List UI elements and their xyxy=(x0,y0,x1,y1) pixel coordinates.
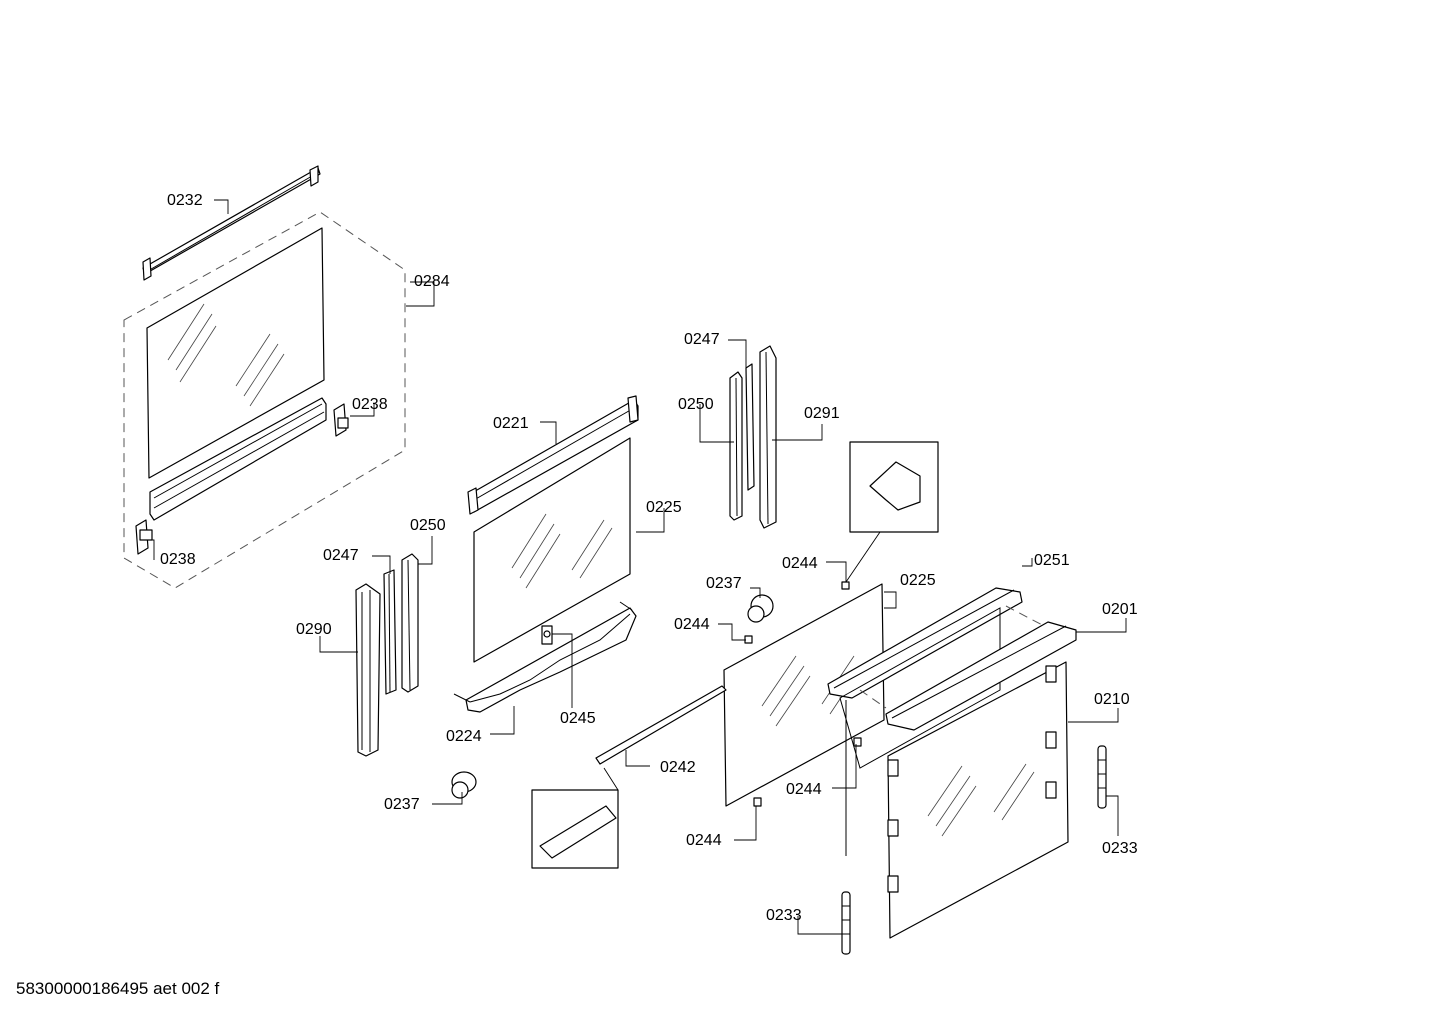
part-0237-roller-lower xyxy=(451,771,477,799)
callout-0244-c: 0244 xyxy=(786,781,822,798)
part-0237-roller-upper xyxy=(747,594,774,623)
part-0232-trim-rail xyxy=(142,165,321,281)
part-0201-handle xyxy=(885,621,1077,731)
callout-0251: 0251 xyxy=(1034,552,1070,569)
part-0247-seal-left xyxy=(383,569,397,695)
part-0290-side-profile xyxy=(355,583,381,757)
callout-0232: 0232 xyxy=(167,192,203,209)
part-0284-lower-rail xyxy=(149,397,327,521)
part-0245-clip xyxy=(541,625,553,645)
callout-0250-upper: 0250 xyxy=(678,396,714,413)
part-0247-seal-right xyxy=(745,363,755,491)
callout-0233-bottom: 0233 xyxy=(766,907,802,924)
part-0244-clip-b xyxy=(744,635,753,644)
callout-0247-lower: 0247 xyxy=(323,547,359,564)
callout-0221: 0221 xyxy=(493,415,529,432)
detail-inset-strip xyxy=(531,767,619,869)
callout-0242: 0242 xyxy=(660,759,696,776)
part-0210-outer-panel xyxy=(887,661,1069,939)
callout-0225-right: 0225 xyxy=(900,572,936,589)
callout-0237-lower: 0237 xyxy=(384,796,420,813)
part-0250-profile-left xyxy=(401,553,419,693)
callout-0233-right: 0233 xyxy=(1102,840,1138,857)
part-0244-clip-a xyxy=(841,581,850,590)
part-0233-rod-right xyxy=(1097,745,1107,809)
part-0238-hinge-left xyxy=(135,519,153,555)
part-0242-seal-strip xyxy=(595,685,727,765)
callout-0244-b: 0244 xyxy=(674,616,710,633)
callout-0237-upper: 0237 xyxy=(706,575,742,592)
document-code: 58300000186495 aet 002 f xyxy=(16,979,220,998)
callout-0290: 0290 xyxy=(296,621,332,638)
callout-0291: 0291 xyxy=(804,405,840,422)
callout-0210: 0210 xyxy=(1094,691,1130,708)
callout-0225-center: 0225 xyxy=(646,499,682,516)
callout-0201: 0201 xyxy=(1102,601,1138,618)
callout-0250-lower: 0250 xyxy=(410,517,446,534)
part-0244-clip-d xyxy=(753,797,762,807)
callout-0245: 0245 xyxy=(560,710,596,727)
part-0238-hinge-right xyxy=(333,403,349,437)
callout-0238-lower: 0238 xyxy=(160,551,196,568)
callout-0238-upper: 0238 xyxy=(352,396,388,413)
callout-0244-d: 0244 xyxy=(686,832,722,849)
part-0284-glass-pane xyxy=(146,227,325,479)
part-0221-top-rail xyxy=(467,395,639,515)
part-0225-glass-pane-center xyxy=(473,437,631,663)
part-0291-side-profile xyxy=(759,345,777,529)
callout-0244-a: 0244 xyxy=(782,555,818,572)
part-0224-lower-bracket xyxy=(453,601,637,713)
part-0250-profile-right xyxy=(729,371,743,521)
part-0225-glass-pane-right xyxy=(723,583,885,807)
part-0251-frame xyxy=(827,587,1049,856)
part-0244-clip-c xyxy=(853,737,862,747)
callout-0247-upper: 0247 xyxy=(684,331,720,348)
detail-inset-clip xyxy=(845,441,939,583)
part-0233-rod-bottom xyxy=(841,891,851,955)
callout-0284: 0284 xyxy=(414,273,450,290)
callout-0224: 0224 xyxy=(446,728,482,745)
